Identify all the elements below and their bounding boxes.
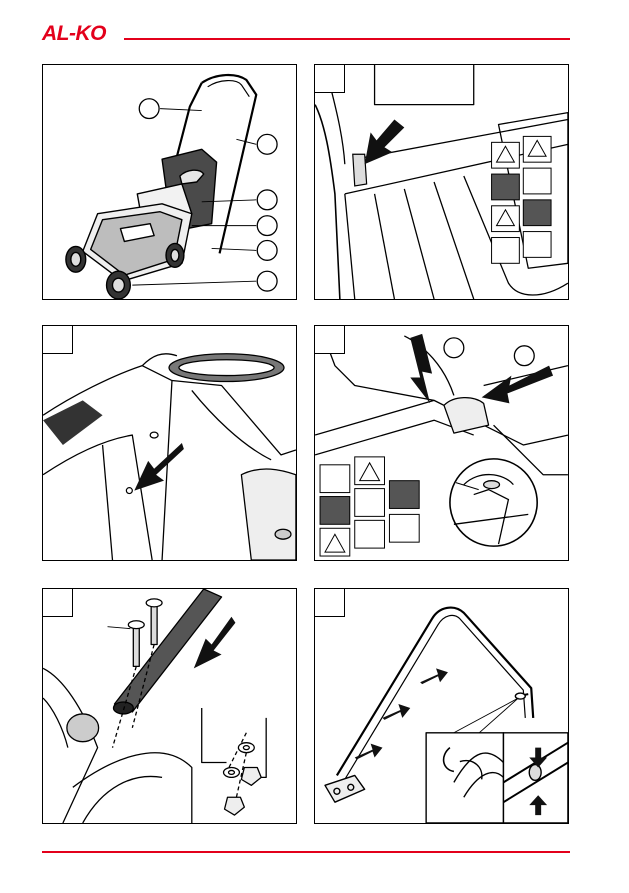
figure-number-tab	[315, 65, 345, 93]
callout-circle	[257, 216, 277, 236]
figure-number-tab	[315, 326, 345, 354]
figure-number-tab	[43, 326, 73, 354]
figure-6-handle-clip	[314, 588, 569, 824]
figure-number-tab	[315, 589, 345, 617]
callout-circle	[139, 99, 159, 119]
mower-illustration	[43, 65, 296, 299]
figure-5-handle-assembly	[42, 588, 297, 824]
callout-circle	[257, 134, 277, 154]
callout-circle	[257, 190, 277, 210]
figure-1-mower-overview	[42, 64, 297, 300]
figure-2-cable-hook	[314, 64, 569, 300]
figure-number-tab	[43, 589, 73, 617]
handle-clip-illustration	[315, 589, 568, 823]
catcher-mount-illustration	[315, 326, 568, 560]
footer-rule	[42, 851, 570, 853]
figure-3-rear-flap	[42, 325, 297, 561]
callout-circle	[257, 241, 277, 261]
header-rule	[124, 38, 570, 40]
housing-illustration	[315, 65, 568, 299]
alko-logo: AL-KO	[42, 22, 106, 46]
figure-4-catcher-mount	[314, 325, 569, 561]
rear-flap-illustration	[43, 326, 296, 560]
callout-circle	[257, 271, 277, 291]
handle-assembly-illustration	[43, 589, 296, 823]
